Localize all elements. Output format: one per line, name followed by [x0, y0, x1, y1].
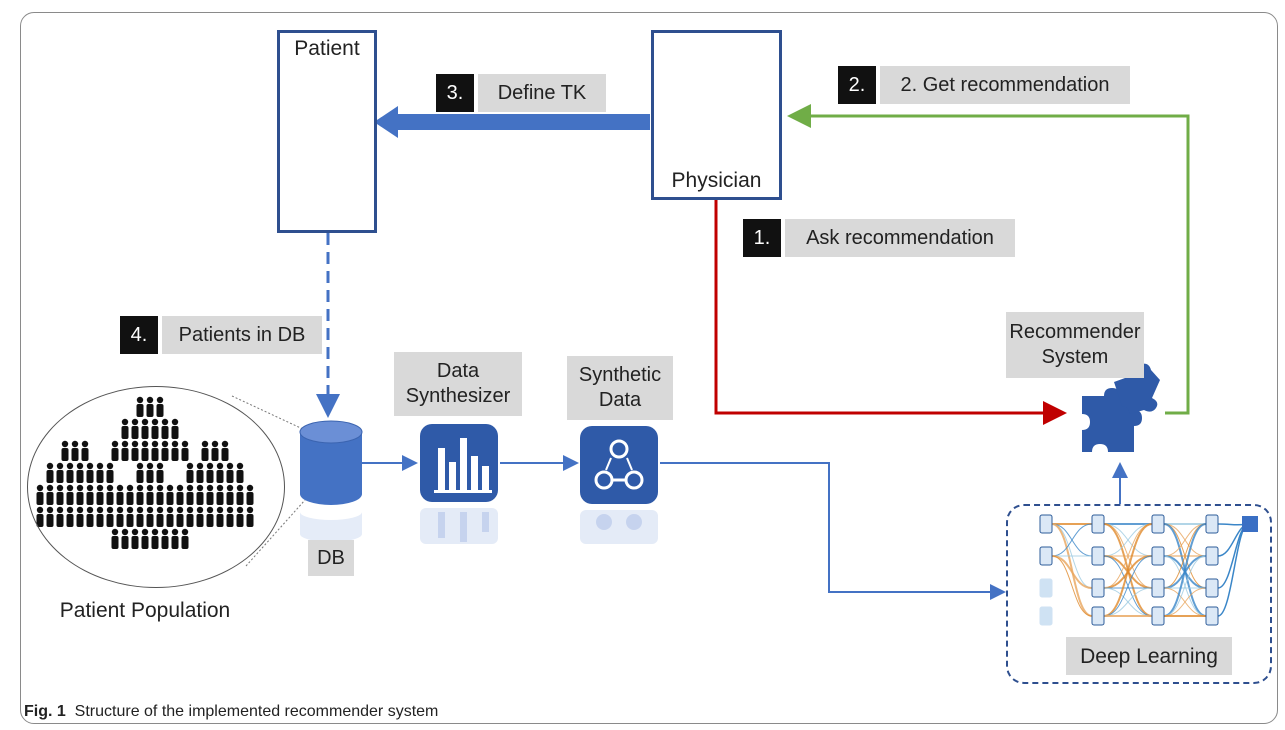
patient-label: Patient — [294, 37, 360, 60]
network-node — [1151, 546, 1165, 566]
step-4-number: 4. — [120, 316, 158, 354]
network-edge — [1163, 523, 1207, 557]
network-edge — [1163, 555, 1207, 617]
synthetic-to-deep-learning-arrow — [660, 462, 1006, 600]
step-3-number: 3. — [436, 74, 474, 112]
zoom-line-bottom — [245, 499, 306, 567]
step-4-label: Patients in DB — [162, 316, 322, 354]
network-edge — [1051, 555, 1093, 617]
step-2-label: 2. Get recommendation — [880, 66, 1130, 104]
network-node — [1151, 578, 1165, 598]
synthetic-data-label: Synthetic Data — [567, 356, 673, 420]
puzzle-icon — [1082, 363, 1160, 452]
network-node — [1091, 514, 1105, 534]
step-3-label: Define TK — [478, 74, 606, 112]
network-node — [1039, 514, 1053, 534]
physician-box — [651, 30, 782, 200]
user-network-icon — [580, 426, 658, 544]
db-label: DB — [308, 540, 354, 576]
ask-recommendation-arrow — [714, 200, 1067, 425]
step-1-label: Ask recommendation — [785, 219, 1015, 257]
network-edge — [1103, 523, 1153, 617]
network-node — [1205, 546, 1219, 566]
patient-population-label: Patient Population — [59, 599, 231, 622]
define-tk-arrow — [374, 106, 650, 138]
deep-learning-box — [1006, 504, 1272, 684]
recommender-label: Recommender System — [1006, 312, 1144, 378]
network-node — [1205, 606, 1219, 626]
patient-box — [277, 30, 377, 233]
figure-frame — [20, 12, 1278, 724]
network-node — [1205, 514, 1219, 534]
database-icon — [299, 420, 363, 542]
zoom-line-top — [231, 395, 306, 431]
network-edge — [1051, 523, 1093, 617]
network-node — [1151, 514, 1165, 534]
step-2-number: 2. — [838, 66, 876, 104]
network-edge — [1051, 523, 1093, 557]
network-node — [1151, 606, 1165, 626]
bar-chart-icon — [420, 424, 498, 544]
caption-label: Fig. 1 — [24, 703, 66, 720]
network-node — [1091, 546, 1105, 566]
network-node — [1091, 606, 1105, 626]
network-node — [1091, 578, 1105, 598]
network-edge — [1103, 555, 1153, 617]
network-node — [1205, 578, 1219, 598]
patient-population-ellipse — [27, 386, 285, 588]
network-edge — [1103, 523, 1153, 557]
network-node — [1039, 606, 1053, 626]
deep-learning-label: Deep Learning — [1066, 637, 1232, 675]
network-edge — [1163, 523, 1207, 617]
figure-caption: Fig. 1 Structure of the implemented reco… — [24, 703, 438, 721]
get-recommendation-arrow — [787, 104, 1190, 415]
synthesizer-label: Data Synthesizer — [394, 352, 522, 416]
step-1-number: 1. — [743, 219, 781, 257]
network-node — [1039, 578, 1053, 598]
network-node — [1039, 546, 1053, 566]
caption-text: Structure of the implemented recommender… — [74, 703, 439, 720]
neural-network-icon — [1039, 514, 1258, 626]
physician-label: Physician — [671, 169, 762, 192]
